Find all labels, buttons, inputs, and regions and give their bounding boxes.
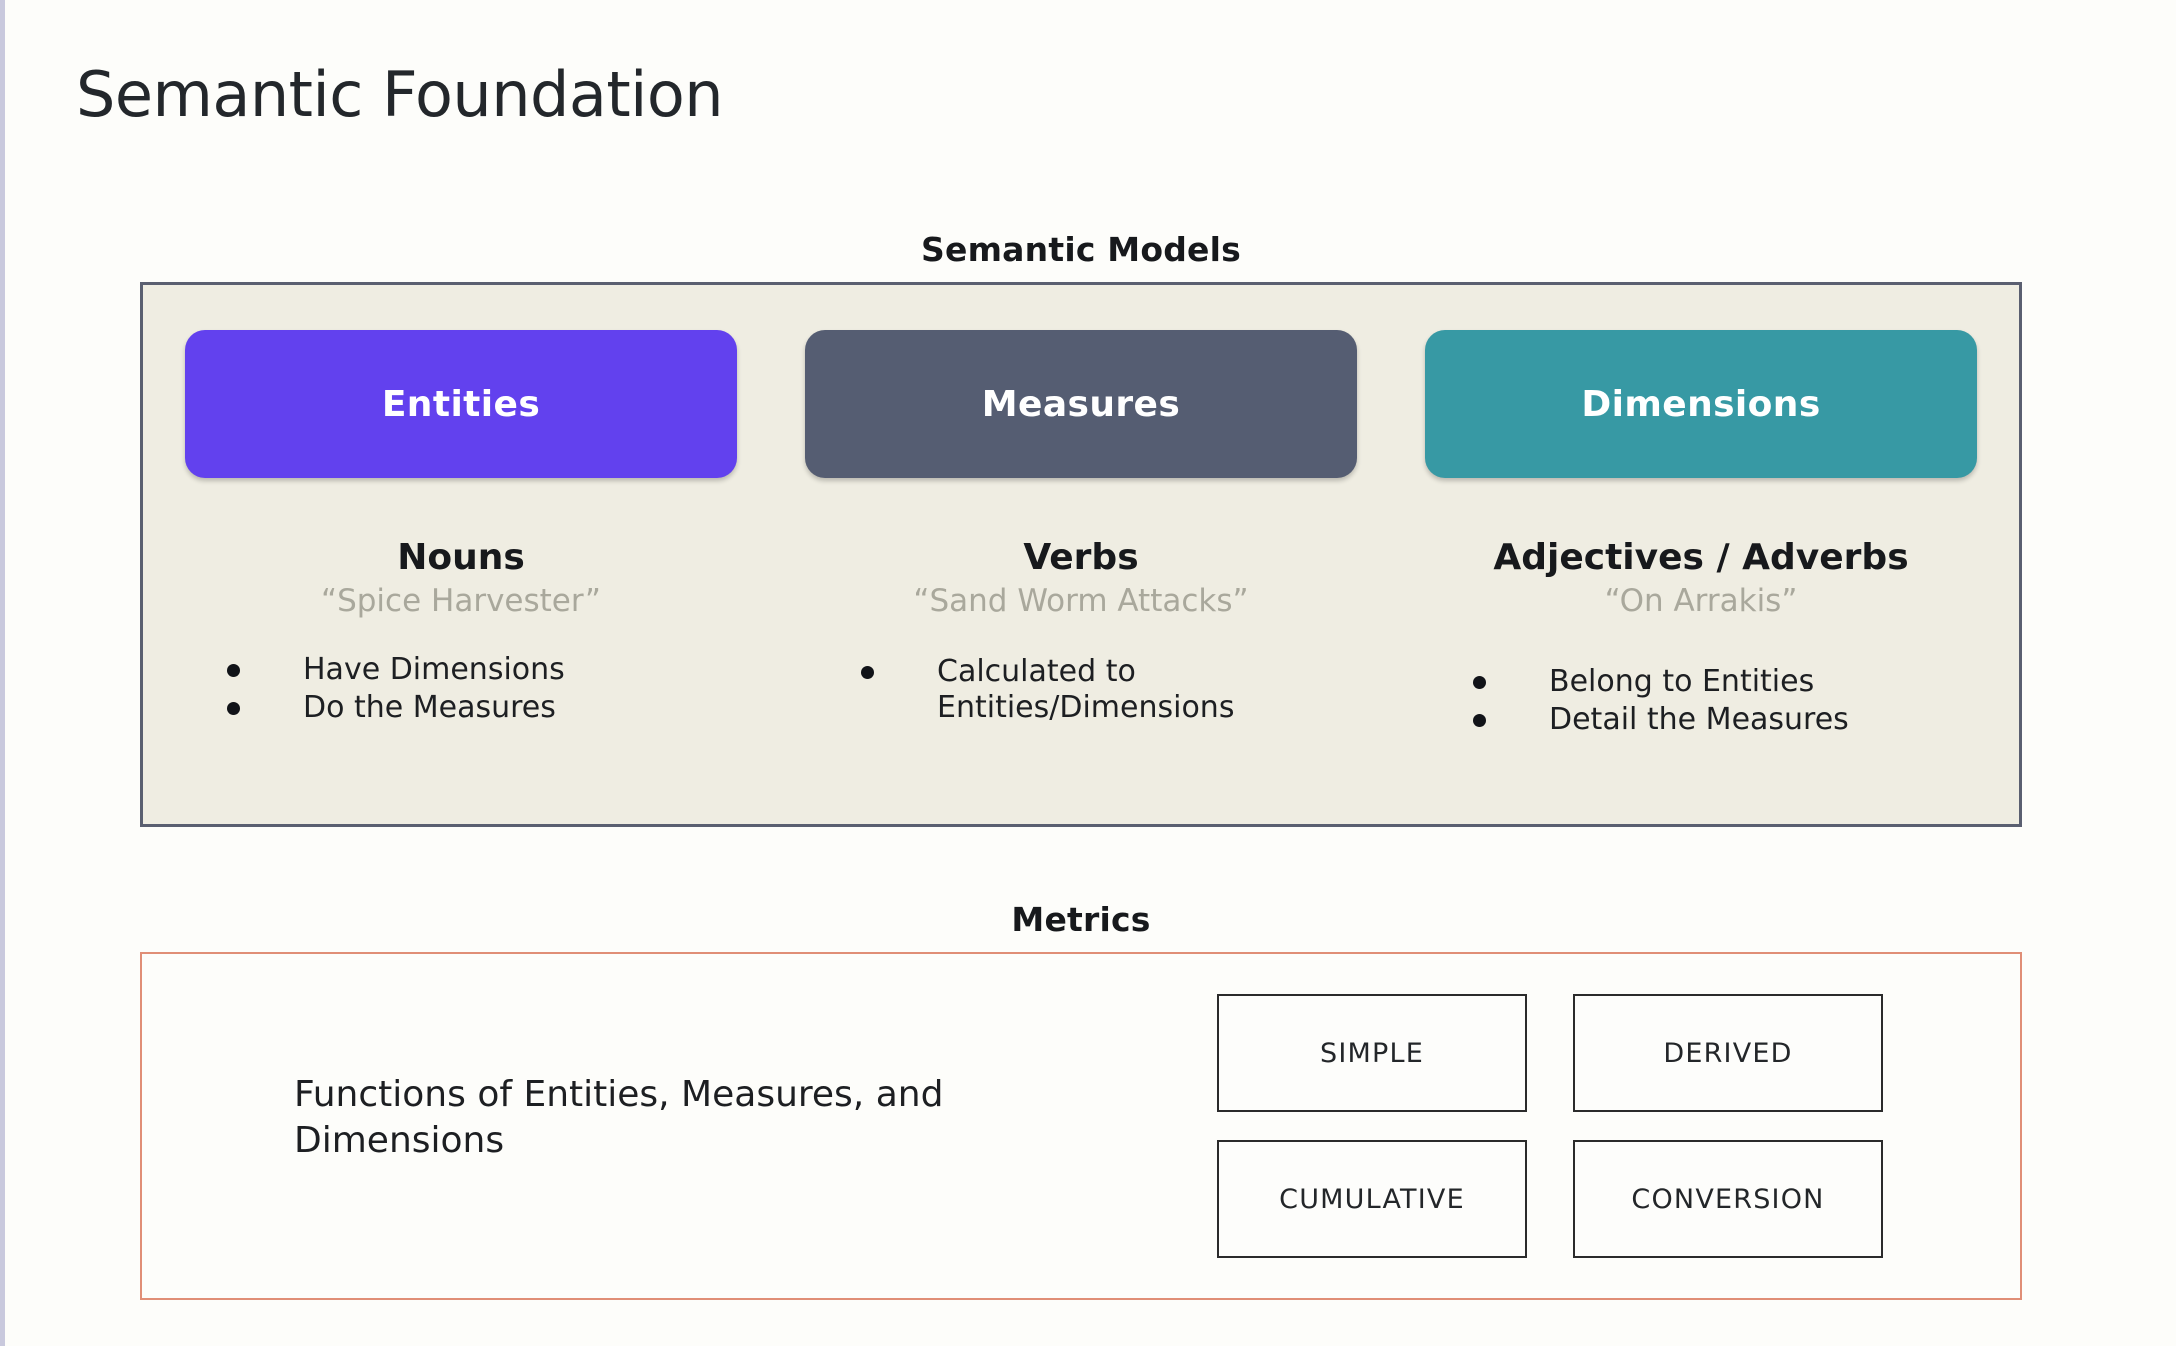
- list-item-label: Do the Measures: [303, 690, 556, 726]
- semantic-models-columns: Entities Nouns “Spice Harvester” Have Di…: [143, 285, 2019, 824]
- list-item-label: Detail the Measures: [1549, 702, 1849, 738]
- list-item-label: Belong to Entities: [1549, 663, 1815, 699]
- list-item-label: Have Dimensions: [303, 651, 565, 687]
- list-item: Do the Measures: [227, 690, 737, 727]
- list-item: Calculated to Entities/Dimensions: [861, 654, 1357, 727]
- metric-type-grid: SIMPLE DERIVED CUMULATIVE CONVERSION: [1217, 994, 1883, 1258]
- bullet-dot-icon: [1473, 714, 1486, 728]
- list-item-label: Calculated to Entities/Dimensions: [937, 653, 1235, 726]
- semantic-column-dimensions: Dimensions Adjectives / Adverbs “On Arra…: [1373, 330, 1977, 824]
- bullet-dot-icon: [227, 702, 240, 716]
- bullet-dot-icon: [1473, 675, 1486, 689]
- page-title: Semantic Foundation: [76, 58, 724, 131]
- pill-measures[interactable]: Measures: [805, 330, 1357, 478]
- example-quote-measures: “Sand Worm Attacks”: [913, 582, 1249, 619]
- semantic-models-panel: Entities Nouns “Spice Harvester” Have Di…: [140, 282, 2022, 827]
- bullet-dot-icon: [227, 663, 240, 677]
- bullet-list-measures: Calculated to Entities/Dimensions: [805, 654, 1357, 729]
- semantic-column-measures: Measures Verbs “Sand Worm Attacks” Calcu…: [789, 330, 1373, 824]
- metric-type-simple[interactable]: SIMPLE: [1217, 994, 1527, 1112]
- example-quote-dimensions: “On Arrakis”: [1604, 582, 1798, 619]
- list-item: Have Dimensions: [227, 652, 737, 689]
- metric-type-conversion[interactable]: CONVERSION: [1573, 1140, 1883, 1258]
- list-item: Belong to Entities: [1473, 664, 1977, 701]
- metrics-heading: Metrics: [1011, 900, 1151, 939]
- part-of-speech-dimensions: Adjectives / Adverbs: [1493, 537, 1909, 578]
- left-edge-strip: [0, 0, 5, 1346]
- part-of-speech-entities: Nouns: [397, 537, 525, 578]
- semantic-models-heading: Semantic Models: [921, 230, 1241, 269]
- bullet-dot-icon: [861, 665, 874, 679]
- pill-entities[interactable]: Entities: [185, 330, 737, 478]
- metric-type-cumulative[interactable]: CUMULATIVE: [1217, 1140, 1527, 1258]
- semantic-column-entities: Entities Nouns “Spice Harvester” Have Di…: [185, 330, 789, 824]
- bullet-list-dimensions: Belong to Entities Detail the Measures: [1425, 664, 1977, 741]
- part-of-speech-measures: Verbs: [1023, 537, 1139, 578]
- bullet-list-entities: Have Dimensions Do the Measures: [185, 652, 737, 729]
- metric-type-derived[interactable]: DERIVED: [1573, 994, 1883, 1112]
- pill-dimensions[interactable]: Dimensions: [1425, 330, 1977, 478]
- example-quote-entities: “Spice Harvester”: [321, 582, 601, 619]
- list-item: Detail the Measures: [1473, 702, 1977, 739]
- metrics-description: Functions of Entities, Measures, and Dim…: [294, 1074, 944, 1161]
- metrics-panel: Functions of Entities, Measures, and Dim…: [140, 952, 2022, 1300]
